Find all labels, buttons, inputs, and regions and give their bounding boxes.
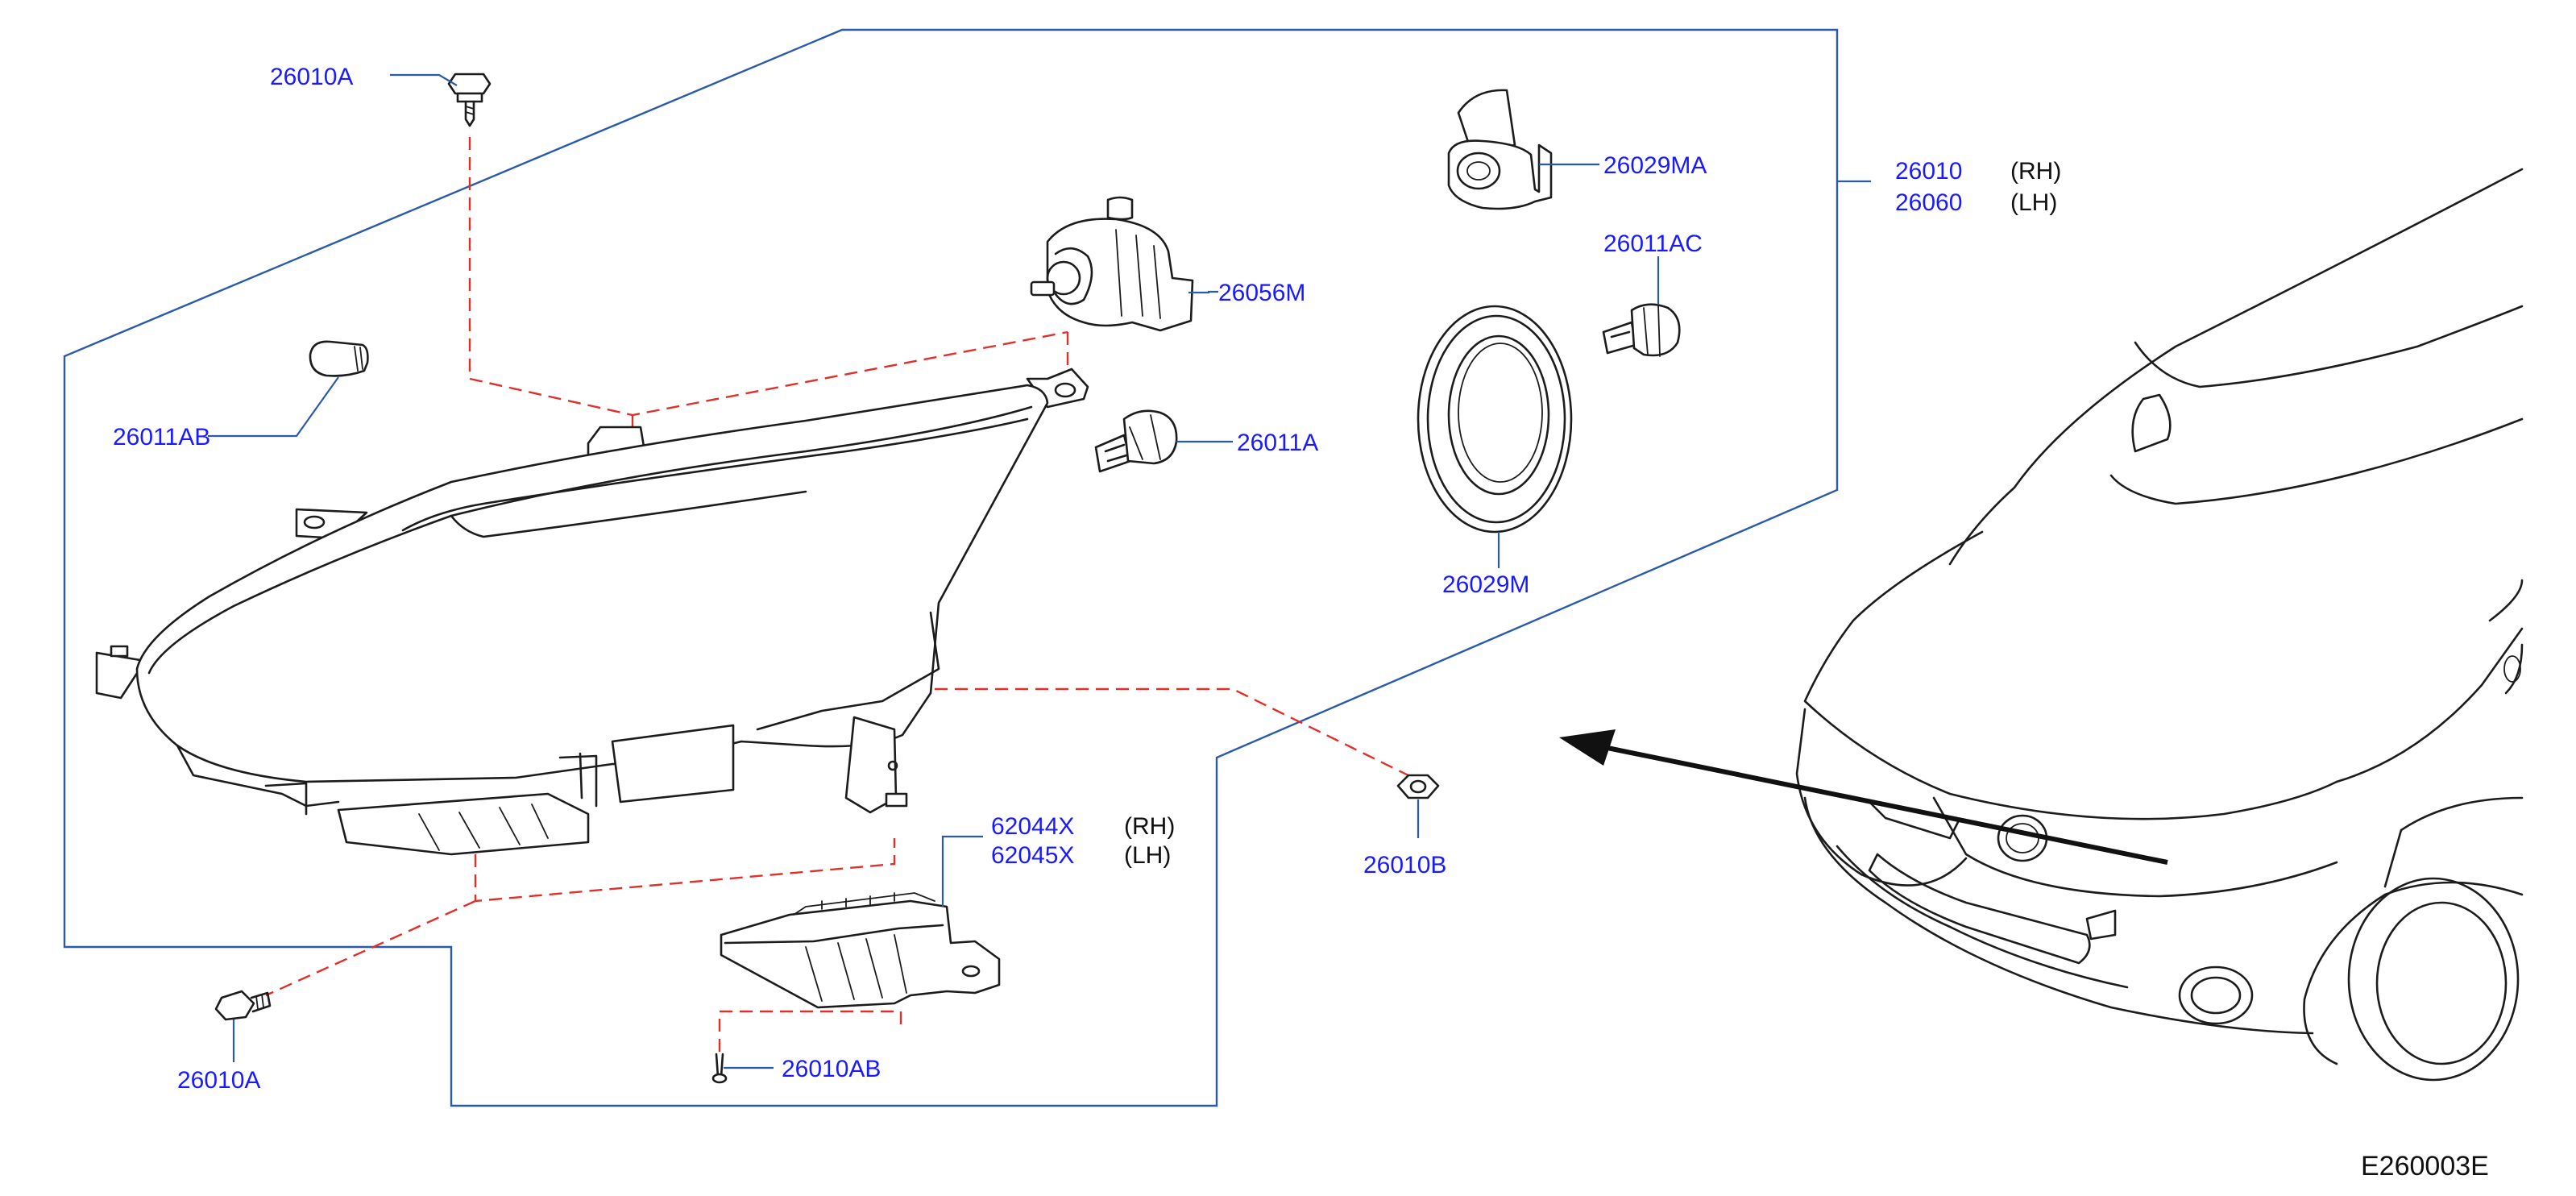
bolt-26010a-top	[447, 73, 492, 127]
qualifier-rh-26010: (RH)	[2010, 158, 2061, 185]
qualifier-rh-62044x: (RH)	[1124, 813, 1175, 840]
socket-26029ma	[1447, 89, 1553, 210]
label-62045x: 62045X	[991, 842, 1074, 869]
bulb-26011a	[1094, 409, 1178, 473]
label-26010b: 26010B	[1363, 852, 1446, 878]
bracket-62044x	[720, 892, 1001, 1009]
label-62044x: 62044X	[991, 813, 1074, 840]
part-labels: 26010A 26011AB 26056M 26011A 26029MA 260…	[113, 64, 2061, 1094]
label-26010a-top: 26010A	[270, 64, 353, 90]
cap-26011ab	[309, 340, 369, 377]
label-26010a-bottom: 26010A	[177, 1067, 260, 1094]
label-26010: 26010	[1895, 158, 1962, 185]
screw-26010ab	[711, 1053, 728, 1084]
label-26010ab: 26010AB	[782, 1056, 881, 1082]
label-26056m: 26056M	[1218, 280, 1305, 306]
nut-26010b	[1396, 774, 1440, 799]
diagram-code: E260003E	[2361, 1151, 2489, 1181]
direction-arrow	[1559, 729, 2168, 865]
label-26060: 26060	[1895, 189, 1962, 216]
bulb-26011ac	[1602, 303, 1681, 357]
bolt-26010a-bottom	[214, 990, 272, 1021]
ring-seal-26029m	[1417, 305, 1573, 534]
label-26029m: 26029M	[1442, 571, 1529, 598]
vehicle-front-view	[1795, 168, 2524, 1082]
qualifier-lh-26060: (LH)	[2010, 189, 2057, 216]
label-26011a: 26011A	[1237, 430, 1318, 456]
leveling-motor-26056m	[1030, 196, 1194, 332]
leader-lines	[208, 73, 1871, 1069]
qualifier-lh-62045x: (LH)	[1124, 842, 1171, 869]
label-26011ac: 26011AC	[1603, 230, 1703, 257]
label-26011ab: 26011AB	[113, 424, 210, 451]
label-26029ma: 26029MA	[1603, 152, 1707, 179]
headlamp-housing	[95, 368, 1089, 856]
assembly-boundary	[63, 28, 1839, 1107]
